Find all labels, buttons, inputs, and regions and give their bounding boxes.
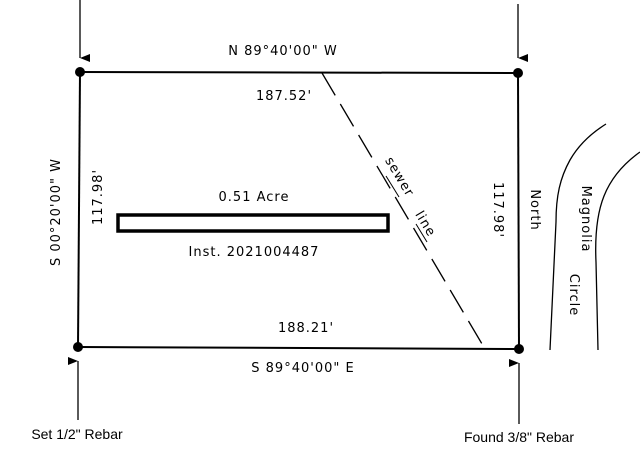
boundary-north	[79, 71, 519, 74]
street-name-1: Magnolia	[578, 186, 593, 253]
boundary-south	[77, 346, 520, 350]
sewer-label-underline	[385, 175, 400, 198]
distance-north: 187.52'	[256, 89, 312, 104]
building-footprint	[116, 213, 390, 233]
parcel-instrument: Inst. 2021004487	[189, 245, 320, 260]
road-edge-east	[595, 151, 640, 351]
bearing-north: N 89°40'00" W	[228, 44, 338, 59]
distance-south: 188.21'	[278, 321, 334, 336]
sewer-label-2: line	[411, 209, 438, 240]
found-rebar-note: Found 3/8" Rebar	[464, 429, 574, 445]
boundary-west	[77, 71, 81, 348]
boundary-east	[517, 72, 520, 350]
bearing-south: S 89°40'00" E	[251, 361, 354, 376]
bearing-west: S 00°20'00" W	[49, 158, 64, 266]
corner-sw	[73, 342, 83, 352]
corner-se	[514, 344, 524, 354]
street-name-2: Circle	[566, 274, 581, 317]
corner-nw	[75, 67, 85, 77]
corner-ne	[513, 68, 523, 78]
bearing-east: North	[527, 189, 542, 230]
distance-east: 117.98'	[490, 182, 505, 238]
road-edge-west	[549, 123, 607, 351]
sewer-label-underline-2	[415, 223, 428, 243]
parcel-area: 0.51 Acre	[219, 190, 290, 205]
set-rebar-note: Set 1/2" Rebar	[31, 426, 123, 442]
sewer-line	[321, 72, 486, 350]
distance-west: 117.98'	[91, 169, 106, 225]
